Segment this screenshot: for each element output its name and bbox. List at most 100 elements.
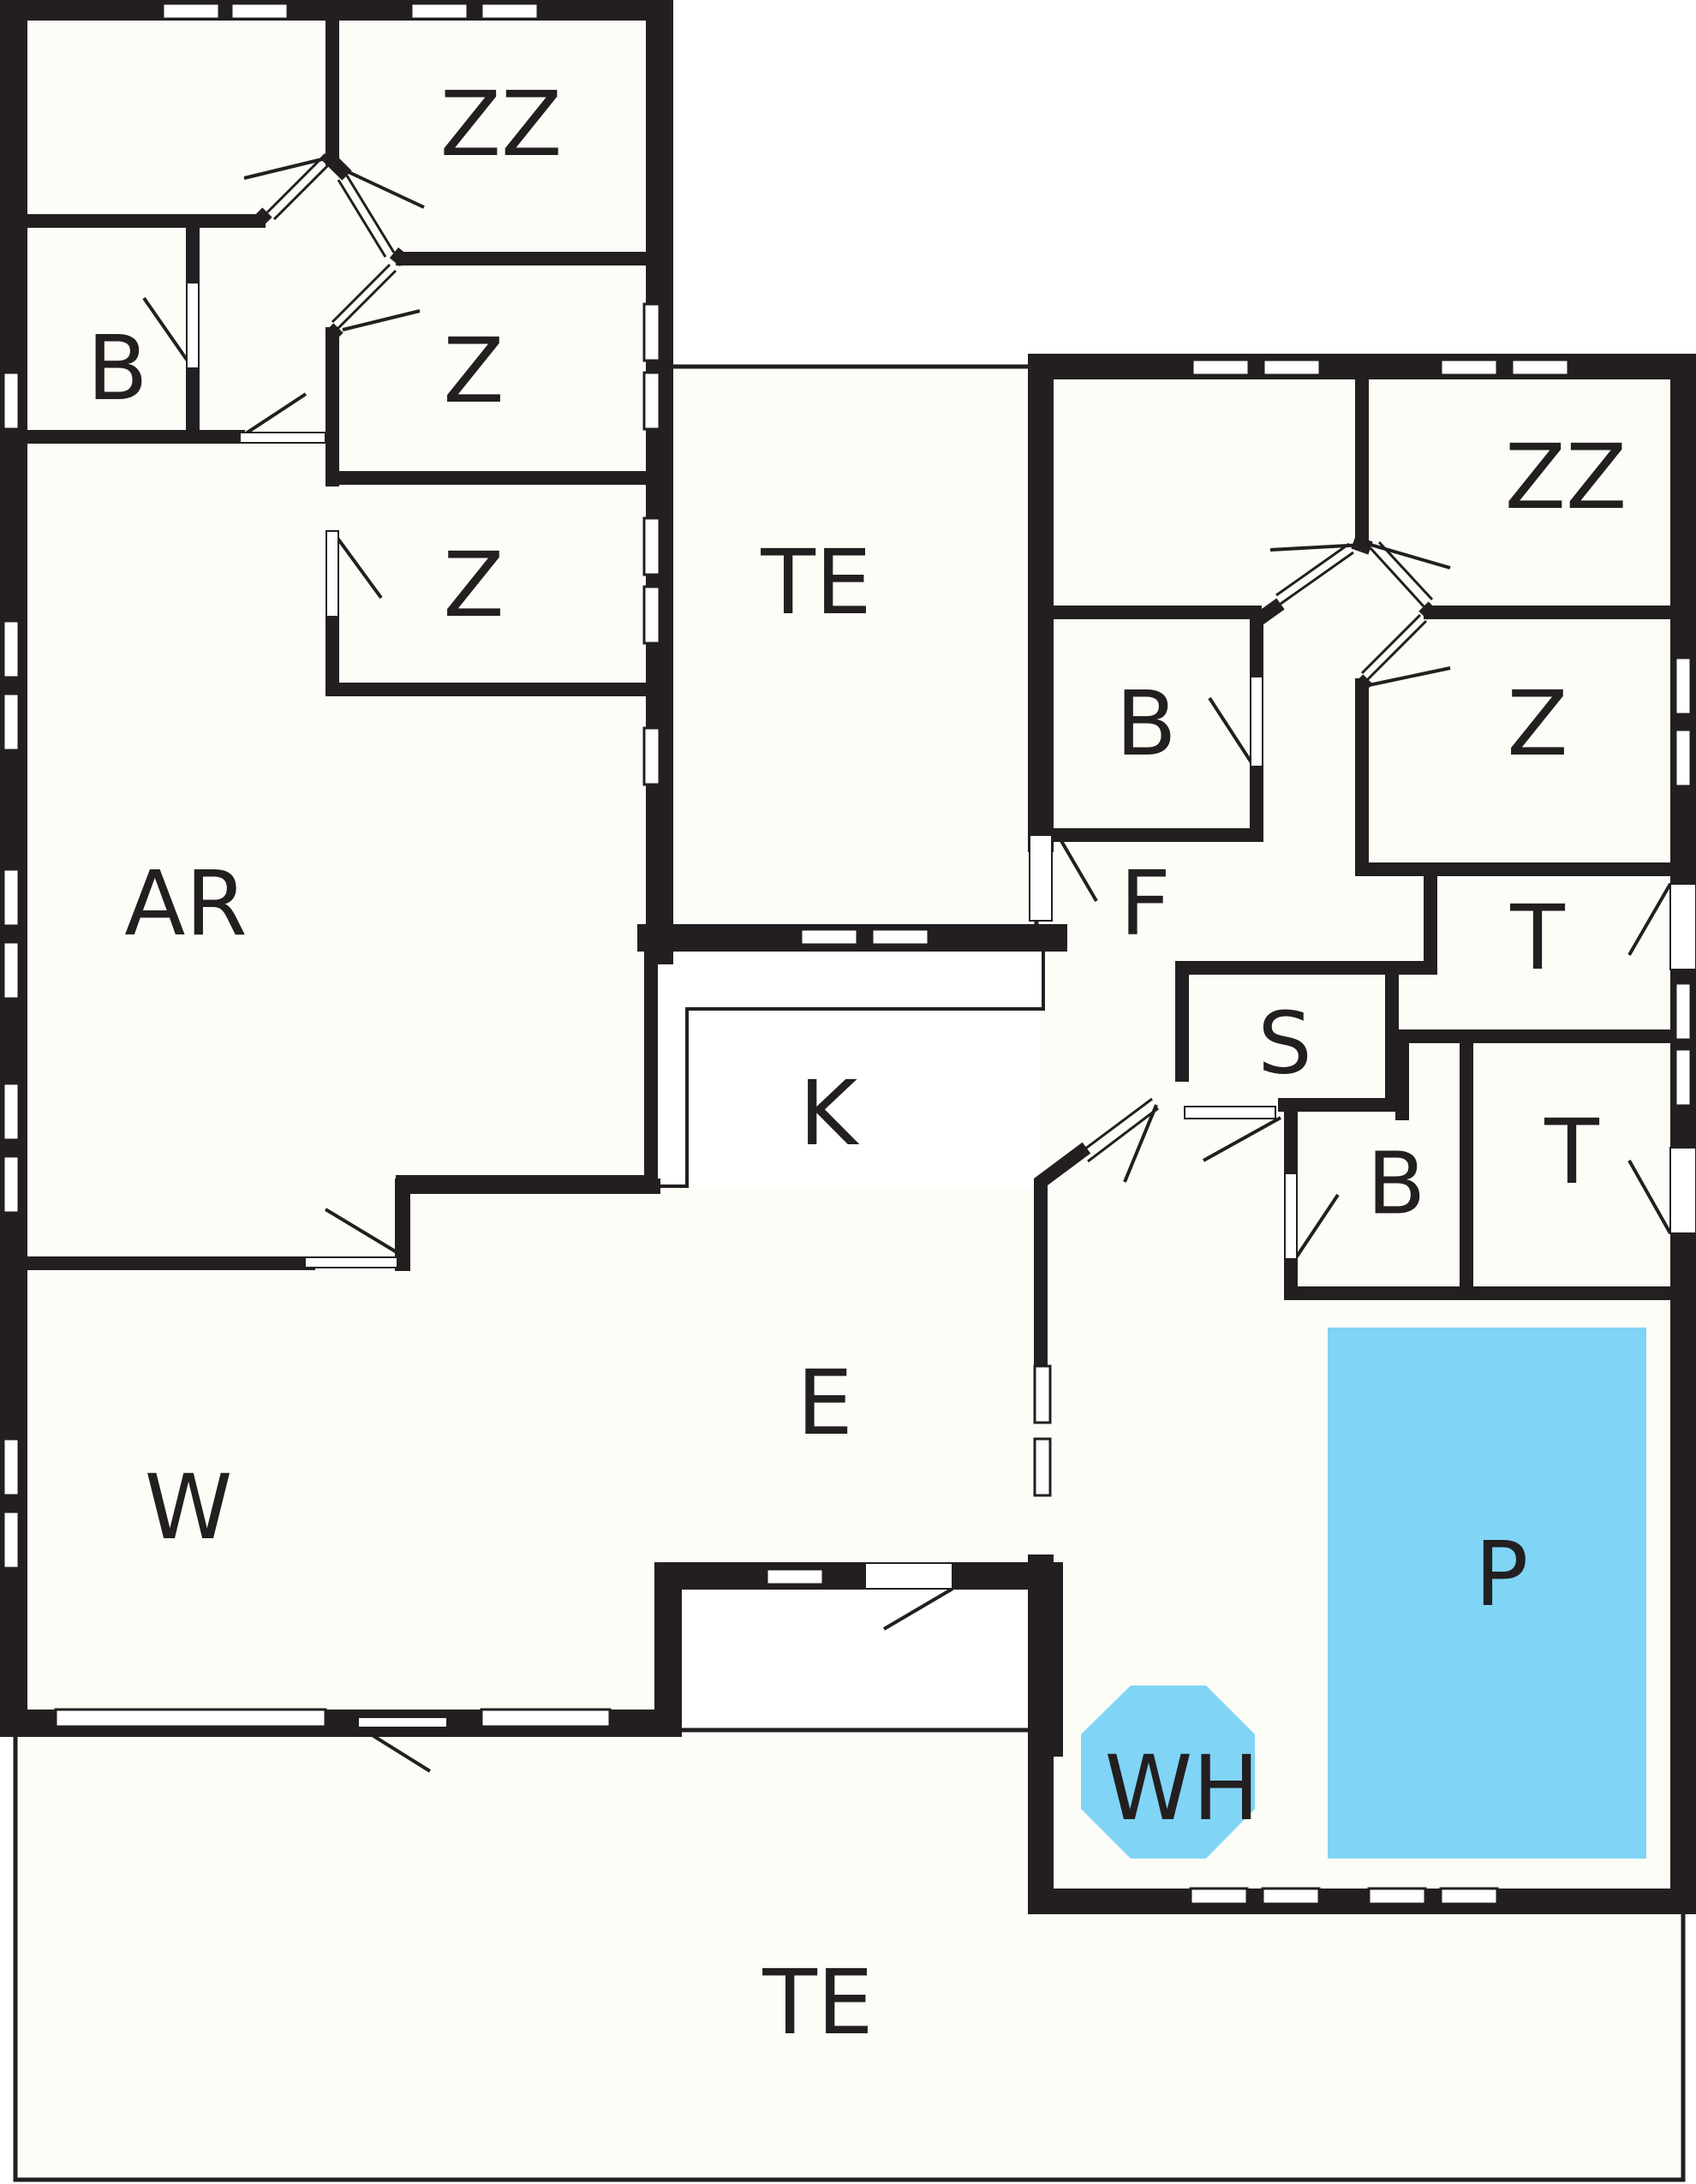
- wall-f-diagonal: [1034, 1142, 1091, 1193]
- window: [1439, 358, 1499, 377]
- room-label-ar: AR: [124, 851, 247, 956]
- door-leaf[interactable]: [882, 1587, 954, 1631]
- opening-outline: [1360, 613, 1422, 675]
- wall-outer-right: [1028, 354, 1696, 1914]
- door-opening: [1184, 1106, 1276, 1119]
- door-opening: [1250, 676, 1263, 767]
- room-label-wh: WH: [1104, 1736, 1259, 1841]
- connector: [1252, 598, 1285, 627]
- door-leaf[interactable]: [1368, 666, 1451, 687]
- door-leaf[interactable]: [1203, 1116, 1281, 1162]
- window: [1191, 358, 1251, 377]
- opening-outline: [1280, 551, 1354, 606]
- connector: [1357, 674, 1373, 690]
- opening-outline: [1080, 1097, 1153, 1154]
- opening-outline: [272, 159, 334, 221]
- room-label-z-upper: Z: [443, 319, 504, 423]
- window: [1674, 656, 1693, 716]
- room-label-b-top: B: [87, 316, 147, 421]
- connector: [389, 247, 409, 267]
- door-leaf[interactable]: [342, 309, 421, 331]
- door-leaf[interactable]: [236, 392, 308, 440]
- door-opening: [357, 1716, 448, 1728]
- window: [1674, 728, 1693, 788]
- connector: [327, 323, 343, 339]
- window: [799, 928, 859, 946]
- opening-outline: [1369, 546, 1425, 608]
- door-opening: [1284, 1173, 1298, 1260]
- connector: [320, 149, 352, 181]
- door-opening: [239, 432, 326, 444]
- room-label-s: S: [1257, 994, 1311, 1094]
- door-leaf[interactable]: [1056, 833, 1098, 903]
- connector: [254, 207, 272, 226]
- door-leaf[interactable]: [1627, 1160, 1672, 1234]
- door-leaf[interactable]: [331, 529, 383, 600]
- walls: [0, 0, 1696, 1914]
- wall-b-small-bottom: [1284, 1252, 1681, 1300]
- room-label-k: K: [799, 1061, 860, 1166]
- window: [642, 585, 661, 645]
- door-leaf[interactable]: [324, 1208, 403, 1256]
- window: [1033, 1437, 1052, 1497]
- room-label-t-lower: T: [1544, 1100, 1599, 1204]
- door-leaf[interactable]: [142, 296, 194, 370]
- opening-outline: [1377, 540, 1434, 601]
- door-opening: [1669, 1147, 1696, 1234]
- door-leaf[interactable]: [243, 157, 326, 180]
- opening-outline: [1275, 542, 1350, 597]
- door-opening: [864, 1562, 953, 1590]
- door-opening: [186, 282, 200, 369]
- window: [642, 371, 661, 431]
- window: [2, 868, 21, 928]
- window: [642, 516, 661, 576]
- thin-lines: [660, 365, 1045, 1188]
- room-label-e: E: [797, 1351, 853, 1455]
- wall-b-right-side-2: [1047, 760, 1263, 842]
- door-leaf[interactable]: [346, 170, 425, 209]
- wall-t-upper-left: [1175, 862, 1437, 1082]
- opening-outline: [337, 269, 397, 330]
- door-openings: [186, 282, 1696, 1728]
- room-label-b-small: B: [1367, 1134, 1426, 1234]
- room-label-zz-right: ZZ: [1505, 425, 1627, 529]
- wall-ar-step: [396, 935, 658, 1270]
- kitchen-counter-line: [660, 946, 1045, 1188]
- opening-outline: [345, 175, 396, 254]
- window: [642, 726, 661, 786]
- door-opening: [1669, 883, 1696, 970]
- window: [1189, 1887, 1249, 1906]
- door-opening: [1029, 834, 1053, 922]
- room-label-f: F: [1120, 851, 1171, 956]
- windows: [2, 2, 1693, 1906]
- door-leaf[interactable]: [1208, 696, 1256, 768]
- terrace-middle: [657, 364, 1039, 934]
- door-opening: [325, 530, 339, 618]
- door-leaf[interactable]: [362, 1728, 432, 1773]
- window: [1262, 358, 1322, 377]
- window: [1367, 1887, 1427, 1906]
- room-labels: ZZ B Z Z AR TE ZZ B Z F T S K B T E W P …: [87, 72, 1627, 2055]
- connector: [1418, 601, 1437, 620]
- window: [230, 2, 290, 21]
- window: [2, 692, 21, 752]
- window: [1674, 1047, 1693, 1107]
- window: [1439, 1887, 1499, 1906]
- window: [480, 2, 540, 21]
- wall-s-right: [1278, 961, 1399, 1112]
- window: [1033, 1364, 1052, 1424]
- room-label-b-right: B: [1115, 671, 1176, 776]
- room-label-z-lower: Z: [443, 533, 504, 637]
- door-leaf[interactable]: [1123, 1104, 1158, 1183]
- door-leaf[interactable]: [1627, 882, 1672, 957]
- window: [765, 1567, 825, 1586]
- pool: [1328, 1328, 1646, 1859]
- door-leaf[interactable]: [1293, 1193, 1340, 1261]
- window: [1510, 358, 1570, 377]
- window: [2, 940, 21, 1000]
- window: [2, 1510, 21, 1570]
- opening-outline: [331, 263, 391, 324]
- opening-outline: [1366, 619, 1428, 681]
- window: [2, 1437, 21, 1497]
